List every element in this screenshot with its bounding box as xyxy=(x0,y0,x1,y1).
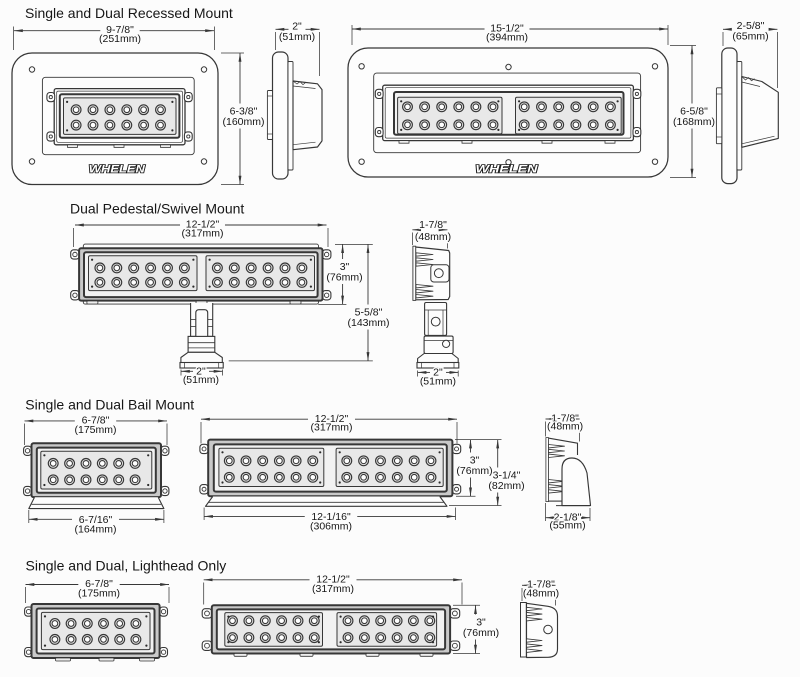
svg-text:(65mm): (65mm) xyxy=(732,31,768,43)
svg-text:(51mm): (51mm) xyxy=(279,31,315,43)
svg-text:Dual Pedestal/Swivel Mount: Dual Pedestal/Swivel Mount xyxy=(70,201,244,217)
svg-text:6-3/8": 6-3/8" xyxy=(230,106,258,118)
svg-text:(51mm): (51mm) xyxy=(420,375,456,387)
svg-text:(306mm): (306mm) xyxy=(310,520,352,532)
svg-text:12-1/2": 12-1/2" xyxy=(186,219,220,231)
svg-text:6-7/8": 6-7/8" xyxy=(82,415,110,427)
svg-text:(175mm): (175mm) xyxy=(74,424,116,436)
svg-text:3-1/4": 3-1/4" xyxy=(493,470,521,482)
svg-text:5-5/8": 5-5/8" xyxy=(355,307,383,319)
svg-text:12-1/2": 12-1/2" xyxy=(316,574,350,586)
svg-text:(55mm): (55mm) xyxy=(549,520,585,532)
svg-text:(51mm): (51mm) xyxy=(183,374,219,386)
svg-text:(48mm): (48mm) xyxy=(415,231,451,243)
svg-text:3": 3" xyxy=(470,455,480,467)
svg-text:(164mm): (164mm) xyxy=(74,523,116,535)
svg-text:(394mm): (394mm) xyxy=(486,32,528,44)
svg-text:(175mm): (175mm) xyxy=(78,587,120,599)
svg-text:(143mm): (143mm) xyxy=(347,317,389,329)
svg-text:6-7/16": 6-7/16" xyxy=(79,514,113,526)
svg-text:12-1/2": 12-1/2" xyxy=(315,413,349,425)
svg-text:(48mm): (48mm) xyxy=(547,421,583,433)
svg-text:(76mm): (76mm) xyxy=(456,465,492,477)
svg-text:(168mm): (168mm) xyxy=(673,116,715,128)
svg-text:WHELEN: WHELEN xyxy=(89,163,146,175)
svg-text:(82mm): (82mm) xyxy=(488,480,524,492)
svg-text:9-7/8": 9-7/8" xyxy=(106,24,134,36)
svg-text:(251mm): (251mm) xyxy=(99,33,141,45)
svg-text:Single and Dual Bail Mount: Single and Dual Bail Mount xyxy=(25,396,194,412)
svg-text:Single and Dual Recessed Mount: Single and Dual Recessed Mount xyxy=(25,5,233,21)
svg-text:2-5/8": 2-5/8" xyxy=(737,20,765,32)
svg-text:12-1/16": 12-1/16" xyxy=(311,511,351,523)
svg-text:1-7/8": 1-7/8" xyxy=(419,219,447,231)
svg-text:6-7/8": 6-7/8" xyxy=(85,578,113,590)
svg-text:(76mm): (76mm) xyxy=(463,627,499,639)
svg-text:2": 2" xyxy=(292,21,302,33)
svg-text:3": 3" xyxy=(476,617,486,629)
svg-text:2": 2" xyxy=(433,366,443,378)
svg-text:2": 2" xyxy=(196,365,206,377)
svg-text:(317mm): (317mm) xyxy=(181,228,223,240)
svg-text:WHELEN: WHELEN xyxy=(476,163,539,175)
svg-text:1-7/8": 1-7/8" xyxy=(551,412,579,424)
svg-text:(317mm): (317mm) xyxy=(310,422,352,434)
svg-text:6-5/8": 6-5/8" xyxy=(680,106,708,118)
svg-text:1-7/8": 1-7/8" xyxy=(527,579,555,591)
svg-text:(76mm): (76mm) xyxy=(326,272,362,284)
svg-text:3": 3" xyxy=(340,261,350,273)
svg-text:(160mm): (160mm) xyxy=(222,116,264,128)
svg-text:(317mm): (317mm) xyxy=(312,583,354,595)
svg-text:(48mm): (48mm) xyxy=(523,587,559,599)
svg-text:Single and Dual, Lighthead Onl: Single and Dual, Lighthead Only xyxy=(26,558,227,574)
svg-text:15-1/2": 15-1/2" xyxy=(490,23,524,35)
svg-text:2-1/8": 2-1/8" xyxy=(554,512,582,524)
